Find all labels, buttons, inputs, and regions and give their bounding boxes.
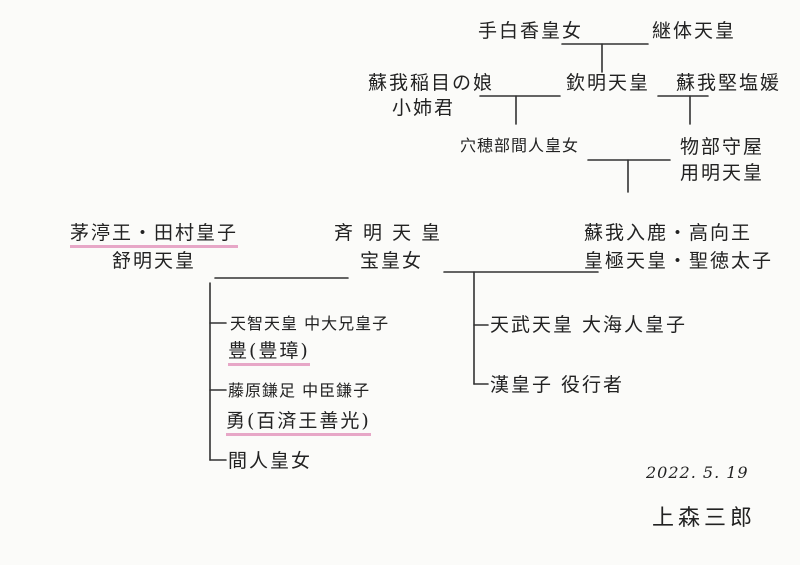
tenji-label: 天智天皇 中大兄皇子 (230, 314, 390, 333)
soga-kitashihime-label: 蘇我堅塩媛 (676, 72, 782, 94)
yomei-label: 用明天皇 (680, 162, 765, 184)
oane-label: 小姉君 (392, 97, 456, 119)
feng-label: 豊(豊璋) (228, 340, 310, 366)
chinu-label: 茅渟王・田村皇子 (70, 222, 239, 248)
saimei-label: 斉 明 天 皇 (334, 222, 443, 244)
tashiraka-label: 手白香皇女 (478, 20, 584, 42)
kinmei-label: 欽明天皇 (566, 72, 651, 94)
author-signature: 上森三郎 (652, 506, 757, 531)
chinu-underlined: 茅渟王・田村皇子 (70, 222, 239, 248)
keitai-label: 継体天皇 (652, 20, 737, 42)
anahobe-label: 穴穂部間人皇女 (460, 136, 580, 155)
yong-label: 勇(百済王善光) (226, 410, 371, 436)
date-label: 2022. 5. 19 (646, 463, 749, 482)
soga-iruka-label: 蘇我入鹿・高向王 (584, 222, 753, 244)
fujiwara-label: 藤原鎌足 中臣鎌子 (228, 381, 371, 400)
tenmu-label: 天武天皇 大海人皇子 (490, 314, 688, 336)
yong-underlined: 勇(百済王善光) (226, 410, 371, 436)
mononobe-label: 物部守屋 (680, 136, 765, 158)
hashihito-label: 間人皇女 (228, 450, 313, 472)
kogyoku-label: 皇極天皇・聖徳太子 (584, 250, 774, 272)
takara-label: 宝皇女 (360, 250, 424, 272)
aya-label: 漢皇子 役行者 (490, 374, 625, 396)
soga-iname-daughter-label: 蘇我稲目の娘 (368, 72, 495, 94)
feng-underlined: 豊(豊璋) (228, 340, 310, 366)
jomei-label: 舒明天皇 (112, 250, 197, 272)
